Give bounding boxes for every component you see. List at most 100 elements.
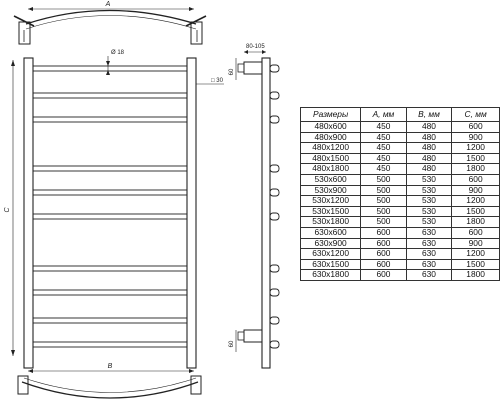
rung [32, 165, 188, 172]
side-rung-knobs [269, 64, 280, 349]
table-cell: 530 [405, 173, 453, 186]
table-cell: 530 [405, 184, 453, 197]
rung [32, 65, 188, 72]
rung [32, 116, 188, 123]
rung [32, 317, 188, 324]
table-cell: 900 [451, 237, 500, 250]
table-cell: 630x900 [299, 237, 362, 250]
table-cell: 900 [451, 131, 500, 144]
table-cell: 480 [405, 121, 453, 133]
table-cell: 480x600 [299, 121, 362, 133]
table-cell: 630 [405, 226, 453, 239]
side-rung-knob [269, 91, 280, 100]
table-cell: 630x1200 [299, 248, 362, 260]
side-top-connection [237, 61, 263, 75]
rung [32, 265, 188, 272]
table-cell: 1500 [451, 152, 500, 165]
table-cell: 450 [360, 121, 407, 133]
side-rung-knob [269, 115, 280, 124]
table-cell: 630 [405, 258, 453, 271]
rung [32, 189, 188, 196]
table-cell: 530x1800 [299, 216, 362, 228]
rail-profile-label: □ 30 [211, 78, 224, 84]
side-top-connection-label: 60 [229, 68, 235, 75]
table-cell: 530 [405, 216, 453, 228]
table-cell: 530x1200 [299, 195, 362, 207]
table-cell: 1200 [451, 142, 500, 154]
table-cell: 450 [360, 163, 407, 175]
rung [32, 92, 188, 99]
table-cell: 480x900 [299, 131, 362, 144]
side-rung-knob [269, 188, 280, 197]
table-cell: 1800 [451, 216, 500, 228]
right-rail [186, 57, 197, 369]
table-cell: 530x1500 [299, 205, 362, 218]
dim-c-label: C [4, 207, 11, 213]
size-table-header-row: Размеры А, мм В, мм С, мм [299, 107, 500, 122]
table-cell: 480x1500 [299, 152, 362, 165]
bracket-top-left [13, 15, 35, 45]
table-cell: 1500 [451, 205, 500, 218]
side-rung-knob [269, 288, 280, 297]
rung [32, 341, 188, 348]
tube-diameter-label: Ø 18 [111, 50, 125, 56]
table-cell: 480 [405, 131, 453, 144]
table-cell: 600 [360, 237, 407, 250]
side-bottom-connection [237, 329, 263, 343]
table-cell: 530x600 [299, 173, 362, 186]
dim-a-label: A [105, 1, 111, 8]
table-cell: 530x900 [299, 184, 362, 197]
rungs-group [32, 65, 188, 348]
table-cell: 500 [360, 184, 407, 197]
table-cell: 630 [405, 237, 453, 250]
side-rail [261, 57, 271, 369]
table-cell: 480 [405, 142, 453, 154]
table-cell: 600 [360, 269, 407, 281]
side-rung-knob [269, 164, 280, 173]
bracket-bottom-left [17, 375, 29, 395]
table-cell: 600 [360, 248, 407, 260]
table-cell: 450 [360, 131, 407, 144]
rung [32, 213, 188, 220]
table-cell: 630x1800 [299, 269, 362, 281]
table-cell: 480 [405, 163, 453, 175]
header-a: А, мм [360, 107, 407, 122]
table-cell: 450 [360, 152, 407, 165]
dim-b-label: B [108, 363, 113, 370]
table-cell: 600 [451, 173, 500, 186]
table-cell: 1800 [451, 163, 500, 175]
table-cell: 600 [360, 226, 407, 239]
table-cell: 500 [360, 205, 407, 218]
table-cell: 450 [360, 142, 407, 154]
table-cell: 600 [451, 121, 500, 133]
side-offset-label: 80-105 [246, 44, 265, 50]
header-sizes: Размеры [299, 107, 362, 122]
side-rung-knob [269, 212, 280, 221]
header-b: В, мм [405, 107, 453, 122]
table-cell: 1200 [451, 248, 500, 260]
bracket-bottom-right [190, 375, 202, 395]
table-cell: 900 [451, 184, 500, 197]
side-rung-knob [269, 316, 280, 325]
table-cell: 1200 [451, 195, 500, 207]
left-rail [23, 57, 34, 369]
side-rung-knob [269, 264, 280, 273]
side-bottom-connection-label: 60 [229, 340, 235, 347]
table-cell: 530 [405, 195, 453, 207]
table-cell: 480x1200 [299, 142, 362, 154]
